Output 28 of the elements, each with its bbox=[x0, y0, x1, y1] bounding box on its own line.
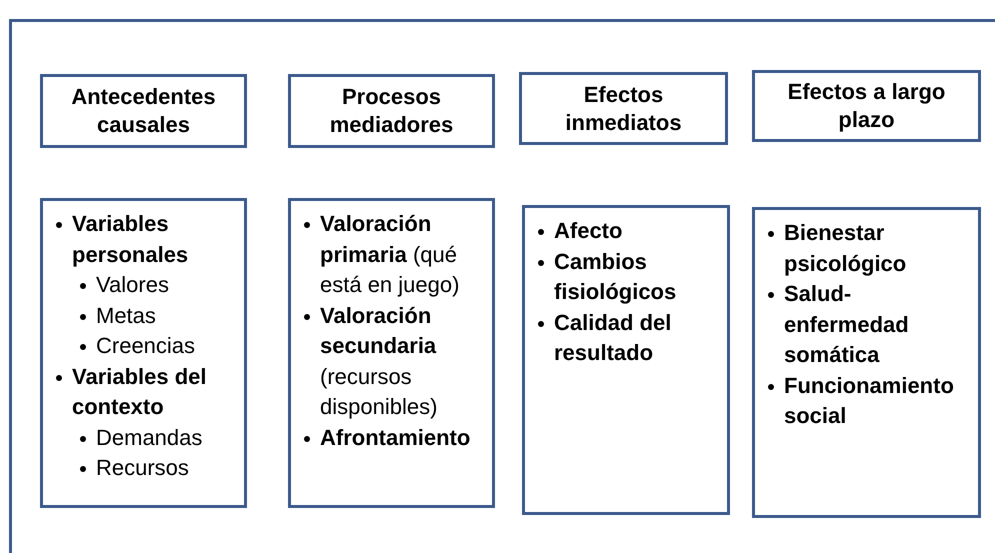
column-heading: Efectos inmediatos bbox=[564, 80, 683, 136]
list-text: Valores bbox=[96, 272, 169, 297]
header-box bbox=[40, 74, 247, 148]
column-heading: Efectos a largo plazo bbox=[786, 78, 946, 134]
list-text: Calidad del resultado bbox=[554, 310, 672, 365]
list-text: Funcionamiento social bbox=[784, 372, 954, 428]
list-text: Salud-enfermedad somática bbox=[784, 281, 909, 367]
list-text: Demandas bbox=[96, 424, 202, 450]
list-text: Variables del contexto bbox=[72, 364, 207, 419]
list-text: Afrontamiento bbox=[320, 424, 470, 450]
column-heading: Procesos mediadores bbox=[328, 83, 454, 139]
list-text: Bienestar psicológico bbox=[784, 220, 906, 276]
list-text: Valoración primaria (qué está en juego) bbox=[320, 211, 460, 297]
content-box bbox=[40, 198, 247, 508]
column-heading: Antecedentes causales bbox=[70, 83, 217, 139]
content-box bbox=[288, 198, 495, 508]
content-box bbox=[752, 207, 981, 518]
list-text: Valoración secundaria (recursos disponibles) bbox=[320, 302, 438, 419]
content-box bbox=[522, 205, 730, 515]
list-text: Creencias bbox=[96, 333, 196, 358]
list-text: Cambios fisiológicos bbox=[554, 248, 676, 304]
header-box bbox=[519, 72, 728, 145]
list-text: Metas bbox=[96, 302, 156, 328]
list-text: Variables personales bbox=[72, 211, 188, 266]
list-text: Recursos bbox=[96, 455, 189, 480]
header-box bbox=[288, 74, 495, 148]
list-text: Afecto bbox=[554, 218, 622, 243]
header-box bbox=[752, 70, 981, 142]
